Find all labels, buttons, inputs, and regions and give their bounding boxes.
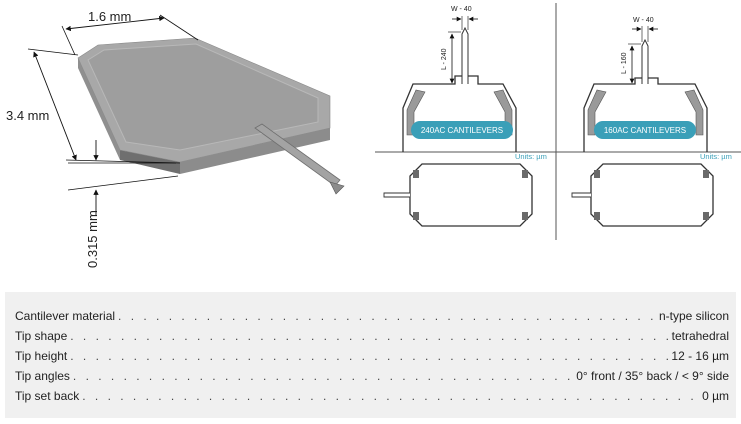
chip-160-corner-bl	[594, 212, 600, 220]
chip-drawing	[77, 37, 345, 195]
dim-length-ext-bottom	[65, 159, 181, 164]
dim-width-label: 1.6 mm	[88, 9, 131, 24]
spec-dot-leader: . . . . . . . . . . . . . . . . . . . . …	[118, 309, 656, 323]
cantilever-beam	[254, 123, 341, 187]
spec-row-tip-shape: Tip shape . . . . . . . . . . . . . . . …	[15, 326, 729, 346]
spec-row-tip-set-back: Tip set back . . . . . . . . . . . . . .…	[15, 386, 729, 406]
l160-label: L - 160	[621, 52, 628, 74]
badge-160	[594, 121, 696, 139]
spec-dot-leader: . . . . . . . . . . . . . . . . . . . . …	[70, 349, 668, 363]
dim-length-label: 3.4 mm	[6, 108, 49, 123]
cantilever-160-top-beam	[571, 192, 591, 198]
spec-label: Tip shape	[15, 329, 68, 343]
spec-label: Tip set back	[15, 389, 80, 403]
dim-width-ext-left	[61, 25, 76, 56]
spec-dot-leader: . . . . . . . . . . . . . . . . . . . . …	[72, 369, 574, 383]
badge-240	[411, 121, 513, 139]
cantilever-240-top-view	[383, 163, 533, 227]
dim-length-line	[33, 51, 77, 161]
chip-240-outline	[402, 75, 517, 152]
cantilever-tip	[329, 181, 345, 195]
badge-240-label: 240AC CANTILEVERS	[421, 126, 503, 135]
spec-row-tip-height: Tip height . . . . . . . . . . . . . . .…	[15, 346, 729, 366]
spec-value: n-type silicon	[658, 309, 729, 323]
chip-160-corner-tl	[594, 170, 600, 178]
spec-row-material: Cantilever material . . . . . . . . . . …	[15, 306, 729, 326]
w160-label: W - 40	[633, 17, 654, 24]
units-160: Units: µm	[700, 152, 732, 161]
spec-dot-leader: . . . . . . . . . . . . . . . . . . . . …	[70, 329, 668, 343]
chip-160-corner-br	[703, 212, 709, 220]
spec-label: Tip angles	[15, 369, 70, 383]
chip-160-top-outline	[590, 163, 714, 227]
w240-label: W - 40	[451, 6, 472, 13]
chip-240-corner-bl	[413, 212, 419, 220]
spec-value: tetrahedral	[671, 329, 729, 343]
chip-240-corner-br	[522, 212, 528, 220]
chip-160-bevel-left	[587, 89, 607, 136]
probe-diagram: 1.6 mm 3.4 mm 0.315 mm W - 40 L - 240 24…	[6, 3, 741, 268]
spec-value: 0 µm	[702, 389, 729, 403]
dim-width-line	[65, 15, 165, 32]
badge-160-label: 160AC CANTILEVERS	[604, 126, 686, 135]
cantilever-240-beam	[461, 26, 469, 84]
chip-side-right	[180, 128, 330, 174]
cantilever-160-beam	[641, 38, 649, 84]
dim-width-ext-right	[159, 14, 199, 41]
spec-row-tip-angles: Tip angles . . . . . . . . . . . . . . .…	[15, 366, 729, 386]
units-240: Units: µm	[515, 152, 547, 161]
chip-160-corner-tr	[703, 170, 709, 178]
chip-240-corner-tr	[522, 170, 528, 178]
chip-160-bevel-right	[684, 89, 704, 136]
cantilever-160-top-view	[571, 163, 714, 227]
chip-160-outline	[583, 77, 708, 152]
l240-label: L - 240	[441, 48, 448, 70]
spec-value: 0° front / 35° back / < 9° side	[576, 369, 729, 383]
cantilever-160-side-view: W - 40 L - 160 160AC CANTILEVERS Units: …	[583, 17, 732, 161]
chip-side-left	[78, 58, 120, 160]
cantilever-240-top-beam	[383, 192, 410, 198]
chip-240-top-outline	[409, 163, 533, 227]
spec-value: 12 - 16 µm	[671, 349, 729, 363]
chip-bevel	[87, 43, 319, 151]
chip-240-corner-tl	[413, 170, 419, 178]
spec-dot-leader: . . . . . . . . . . . . . . . . . . . . …	[82, 389, 699, 403]
spec-label: Cantilever material	[15, 309, 116, 323]
spec-table: Cantilever material . . . . . . . . . . …	[5, 292, 736, 418]
spec-label: Tip height	[15, 349, 68, 363]
dim-thickness-label: 0.315 mm	[85, 210, 100, 268]
dim-thickness-ext-bottom	[67, 175, 179, 191]
cantilever-240-side-view: W - 40 L - 240 240AC CANTILEVERS Units: …	[402, 6, 547, 161]
dim-length-ext-top	[27, 48, 79, 56]
chip-dimensions: 1.6 mm 3.4 mm 0.315 mm	[6, 9, 199, 268]
